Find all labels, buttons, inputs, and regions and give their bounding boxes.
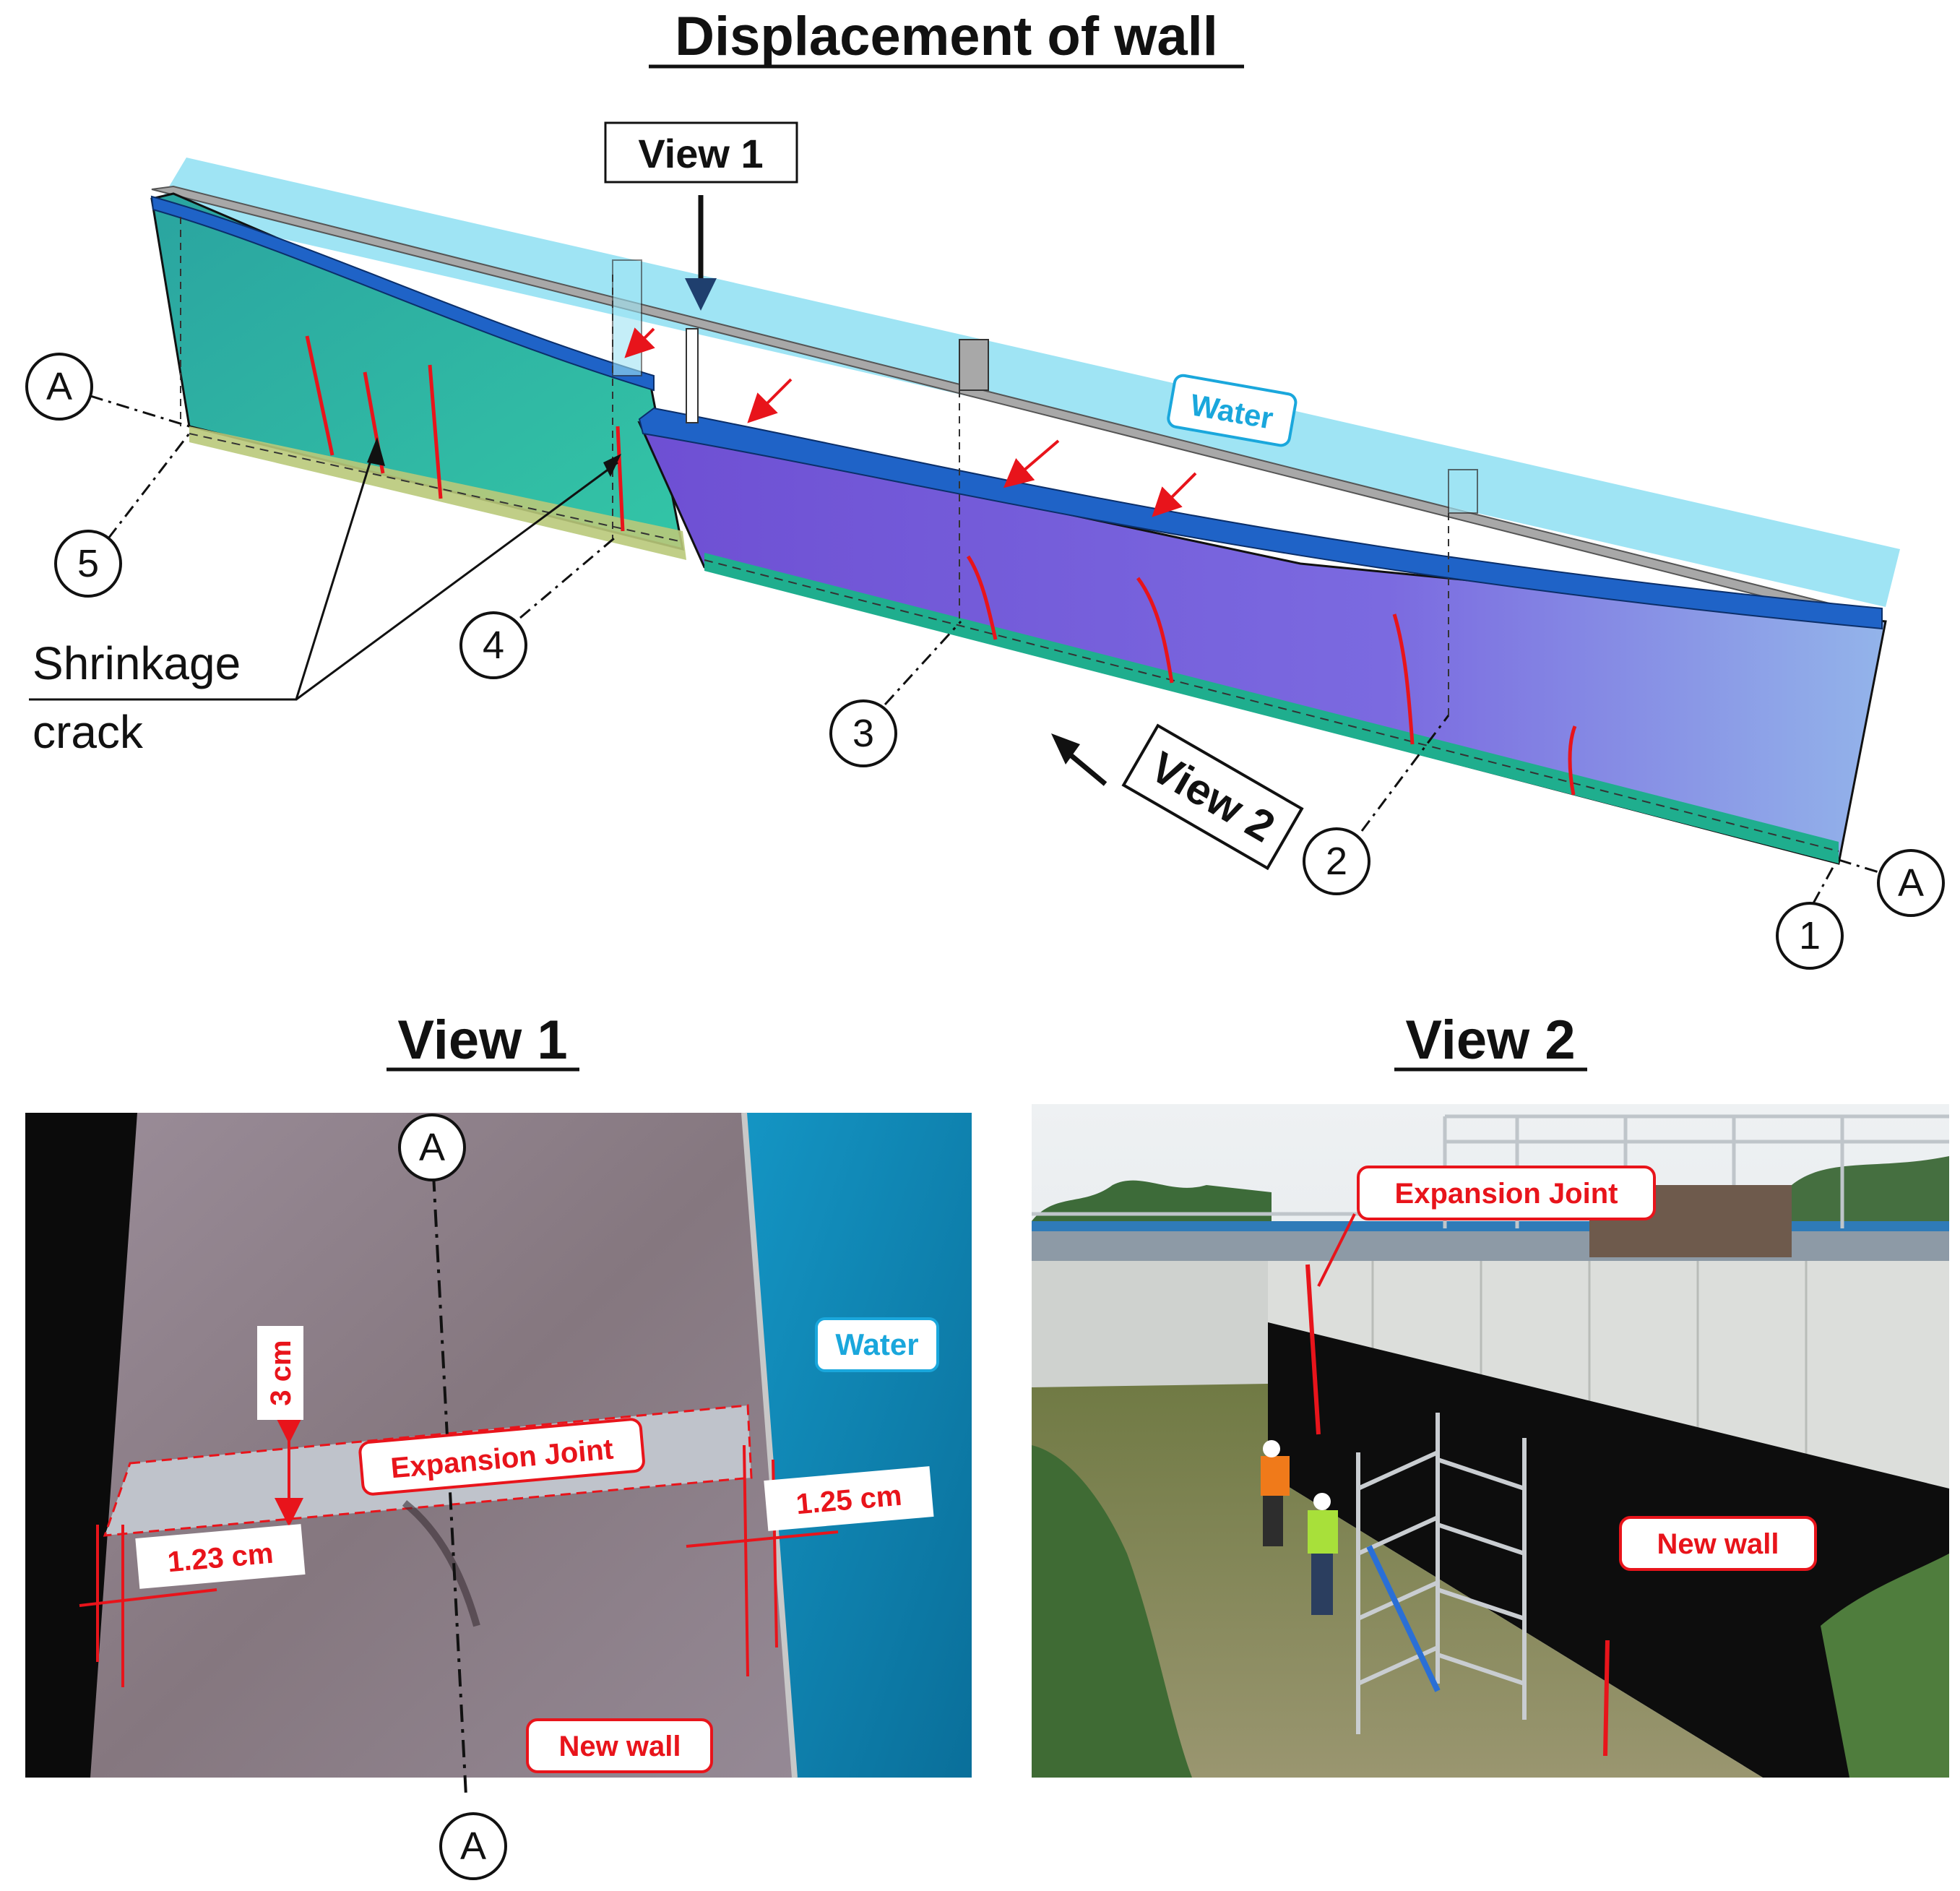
svg-text:Expansion Joint: Expansion Joint <box>1395 1178 1618 1210</box>
view2-concrete-wall <box>1268 1261 1949 1503</box>
view1-tag-box <box>604 121 798 184</box>
shrinkage-label-line2: crack <box>33 706 144 758</box>
crack <box>305 335 334 456</box>
view2-far-wall <box>1032 1261 1268 1395</box>
svg-text:3: 3 <box>852 712 874 755</box>
svg-text:A: A <box>1898 861 1924 905</box>
shrinkage-leader-2 <box>295 461 618 701</box>
view2-tag-box <box>1121 723 1304 871</box>
crack <box>1568 725 1577 796</box>
crack <box>616 426 625 532</box>
view1-section-a-top: A <box>398 1114 466 1181</box>
dim-right-line <box>686 1530 839 1548</box>
view2-tag: View 2 <box>1121 723 1304 871</box>
crack <box>1136 577 1174 684</box>
view2-expansion-joint-label: Expansion Joint <box>1357 1166 1656 1220</box>
marker-3: 3 <box>829 620 962 767</box>
crack <box>966 555 998 640</box>
svg-text:4: 4 <box>483 624 504 667</box>
view2-blue-pole <box>1366 1545 1441 1692</box>
view2-new-wall-label: New wall <box>1619 1516 1817 1571</box>
base-dashed-line <box>189 433 683 543</box>
load-arrows <box>624 327 1197 517</box>
view2-walkway <box>1032 1221 1949 1231</box>
view2-joint-line <box>1305 1264 1321 1435</box>
view1-crack-shadow <box>402 1500 480 1627</box>
load-arrow <box>1152 472 1197 517</box>
svg-text:2: 2 <box>1326 840 1347 883</box>
svg-text:A: A <box>460 1825 486 1868</box>
svg-text:Water: Water <box>835 1327 918 1361</box>
left-wall-base <box>189 426 686 560</box>
svg-text:3 cm: 3 cm <box>265 1340 297 1405</box>
column-1 <box>612 259 642 376</box>
view1-wall-edge <box>741 1112 798 1778</box>
wall-3d-diagram: View 1 View 2 Water A A 5 <box>25 121 1945 970</box>
svg-text:A: A <box>46 365 72 408</box>
view2-floor <box>1032 1384 1763 1778</box>
view2-structure <box>1032 1228 1949 1261</box>
view2-vegetation-left <box>1032 1445 1192 1778</box>
view1-dim-height-label: 3 cm <box>257 1326 303 1420</box>
view1-water <box>744 1113 972 1778</box>
load-arrow <box>1003 439 1060 488</box>
column-3 <box>1448 469 1478 514</box>
water-label-top: Water <box>1167 374 1298 447</box>
view2-leader <box>1317 1213 1356 1287</box>
view2-vegetation-right <box>1821 1554 1949 1778</box>
view2-arrow-head <box>1051 733 1080 764</box>
marker-1: 1 <box>1776 863 1844 970</box>
shrinkage-cracks <box>305 335 1577 796</box>
view1-heading: View 1 <box>397 1009 567 1071</box>
load-arrow <box>747 378 793 423</box>
svg-text:New wall: New wall <box>559 1731 681 1762</box>
column-2 <box>959 339 989 391</box>
load-arrow <box>624 327 655 358</box>
shrinkage-label-line1: Shrinkage <box>33 637 241 689</box>
right-wall-top-edge <box>638 407 1883 630</box>
section-line-right <box>1838 858 1886 876</box>
section-marker-a-left: A <box>25 353 93 421</box>
section-line-left <box>90 395 190 428</box>
view2-worker-2 <box>1308 1493 1338 1615</box>
view2-heading: View 2 <box>1405 1009 1575 1071</box>
view1-water-label: Water <box>815 1317 939 1372</box>
svg-text:A: A <box>419 1126 445 1169</box>
joint-post <box>686 328 699 423</box>
base-dashed-line-2 <box>704 559 1839 852</box>
view1-expansion-joint-label: Expansion Joint <box>358 1418 645 1496</box>
svg-text:1: 1 <box>1799 914 1821 957</box>
view2-joint-line-lower <box>1603 1640 1610 1757</box>
view1-red-edge <box>743 1444 749 1677</box>
left-wall-top-edge <box>150 195 655 392</box>
marker-2: 2 <box>1303 715 1450 895</box>
section-marker-a-right: A <box>1877 849 1945 917</box>
marker-4: 4 <box>459 537 615 679</box>
view1-new-wall-label: New wall <box>526 1718 713 1773</box>
view1-tag-text: View 1 <box>638 131 763 176</box>
view1-dim-right-label: 1.25 cm <box>764 1466 934 1531</box>
leader-arrow <box>367 437 385 466</box>
view1-section-a-bottom: A <box>439 1812 507 1880</box>
view2-trees-right <box>1792 1156 1949 1228</box>
view1-dim-left-label: 1.23 cm <box>135 1524 306 1589</box>
dim-left-line <box>79 1588 217 1607</box>
crack <box>1392 613 1415 745</box>
marker-5: 5 <box>54 433 191 598</box>
view1-arrow-head <box>685 278 717 311</box>
view2-worker-1 <box>1261 1440 1290 1546</box>
right-wall-base <box>704 553 1839 863</box>
view2-scaffolding <box>1356 1413 1527 1734</box>
leader-arrow <box>603 454 621 477</box>
svg-text:New wall: New wall <box>1657 1528 1779 1560</box>
figure-title: Displacement of wall <box>675 6 1218 67</box>
crack <box>428 364 443 499</box>
svg-text:5: 5 <box>77 542 99 585</box>
